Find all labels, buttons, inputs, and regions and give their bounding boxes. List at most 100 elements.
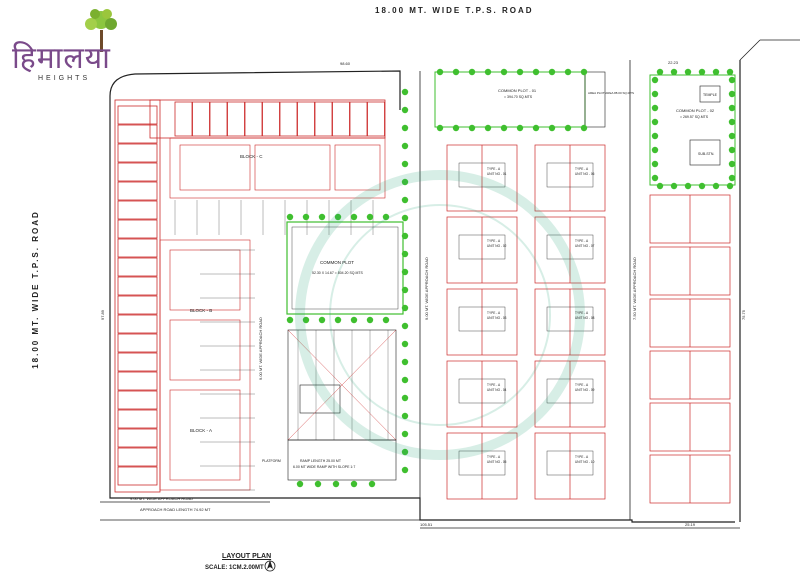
sub-station-label: SUB-STN.: [698, 152, 714, 156]
shop-cell: [117, 466, 158, 486]
unit-type-label: TYPE - A: [575, 311, 589, 315]
shop-cell: [297, 101, 315, 137]
unit-number-label: UNIT NO - 07: [575, 244, 595, 248]
unit-number-label: UNIT NO - 09: [575, 388, 595, 392]
tree-icon: [401, 448, 409, 456]
unit-type-label: TYPE - A: [487, 455, 501, 459]
tree-icon: [401, 160, 409, 168]
ramp-length-label: RAMP LENGTH 25.00 MT: [300, 459, 342, 463]
shop-cell: [117, 276, 158, 296]
block-b-label: BLOCK - B: [190, 308, 212, 313]
tree-icon: [651, 146, 659, 154]
residential-units-right: [534, 144, 731, 504]
shop-cell: [117, 314, 158, 334]
unit-core: [546, 234, 594, 260]
tree-icon: [296, 480, 304, 488]
tree-icon: [656, 182, 664, 190]
tree-icon: [401, 88, 409, 96]
tree-icon: [651, 90, 659, 98]
shop-cell: [174, 101, 193, 137]
approach-road-center: 9.00 MT. WIDE APPROACH ROAD: [424, 257, 429, 320]
shop-cell: [117, 333, 158, 353]
layout-plan-title: LAYOUT PLAN: [222, 553, 272, 560]
tree-icon: [302, 316, 310, 324]
tree-icon: [726, 68, 734, 76]
block-c-label: BLOCK - C: [240, 154, 263, 159]
common-plot-01-label: COMMON PLOT - 01: [498, 88, 537, 93]
shop-cell: [117, 219, 158, 239]
common-plot-01: [434, 71, 606, 128]
dim-right-top: 22.23: [668, 60, 679, 65]
tree-icon: [401, 322, 409, 330]
tree-icon: [350, 213, 358, 221]
tree-icon: [436, 68, 444, 76]
shop-cell: [227, 101, 245, 137]
unit-type-label: TYPE - A: [575, 455, 589, 459]
approach-road-mid: 9.00 MT. WIDE APPROACH ROAD: [258, 317, 263, 380]
tree-icon: [548, 124, 556, 132]
shop-cell: [209, 101, 228, 137]
unit-type-label: TYPE - A: [575, 383, 589, 387]
shop-cell: [117, 428, 158, 448]
common-plot-02-label: COMMON PLOT - 02: [676, 108, 715, 113]
common-plot-center-area: 52.30 X 14.67 = 804.20 SQ.MTS: [312, 271, 364, 275]
tree-icon: [728, 118, 736, 126]
common-plot-02: [649, 74, 736, 186]
unit-core: [458, 162, 506, 188]
unit-core: [458, 450, 506, 476]
tree-icon: [401, 340, 409, 348]
unit-type-label: TYPE - A: [487, 383, 501, 387]
shop-cell: [349, 101, 368, 137]
approach-road-right: 7.50 MT. WIDE APPROACH ROAD: [632, 257, 637, 320]
unit-number-label: UNIT NO - 03: [487, 316, 507, 320]
tree-icon: [401, 286, 409, 294]
tree-icon: [684, 182, 692, 190]
tree-icon: [401, 232, 409, 240]
road-area-label: AREA PLOT AREA 88.00 SQ.MTS: [588, 91, 634, 95]
unit-core: [458, 378, 506, 404]
tree-icon: [651, 174, 659, 182]
dim-bottom-1: 105.51: [420, 522, 433, 527]
tree-icon: [580, 68, 588, 76]
block-c-shops-top: [149, 99, 386, 139]
shop-cell: [117, 181, 158, 201]
dim-top-width: 98.60: [340, 61, 351, 66]
tree-icon: [651, 160, 659, 168]
unit-number-label: UNIT NO - 08: [575, 316, 595, 320]
tree-icon: [452, 68, 460, 76]
unit-core: [546, 378, 594, 404]
tree-icon: [401, 250, 409, 258]
tree-icon: [656, 68, 664, 76]
tree-icon: [670, 68, 678, 76]
tree-icon: [401, 214, 409, 222]
logo-name: हिमालया: [12, 41, 111, 76]
tree-icon: [302, 213, 310, 221]
approach-road-bottom: 9.00 MT. WIDE APPROACH ROAD: [130, 496, 193, 501]
tree-icon: [580, 124, 588, 132]
tree-icon: [728, 132, 736, 140]
tree-icon: [286, 316, 294, 324]
tree-icon: [401, 412, 409, 420]
tree-icon: [698, 182, 706, 190]
tree-icon: [318, 213, 326, 221]
tree-icon: [368, 480, 376, 488]
shop-cell: [279, 101, 298, 137]
tree-icon: [468, 124, 476, 132]
tree-icon: [401, 196, 409, 204]
tree-icon: [350, 316, 358, 324]
shop-cell: [192, 101, 210, 137]
temple-label: TEMPLE: [703, 93, 718, 97]
north-arrow-icon: [264, 560, 276, 572]
unit-core: [458, 306, 506, 332]
logo-tagline: HEIGHTS: [38, 75, 91, 82]
tree-icon: [366, 316, 374, 324]
unit-number-label: UNIT NO - 04: [487, 388, 507, 392]
dim-right-side: 75.75: [741, 309, 746, 320]
tree-icon: [286, 213, 294, 221]
road-boundary-lines: [100, 39, 800, 529]
unit-number-label: UNIT NO - 06: [575, 172, 595, 176]
tree-icon: [350, 480, 358, 488]
tree-icon: [436, 124, 444, 132]
tree-icon: [712, 182, 720, 190]
